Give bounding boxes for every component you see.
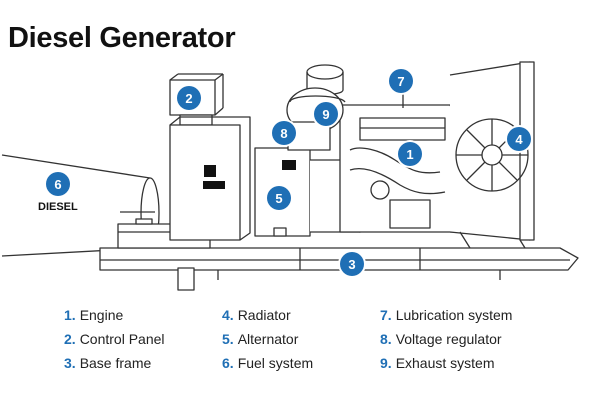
legend-column-3: 7.Lubrication system 8.Voltage regulator… bbox=[380, 305, 512, 377]
legend-number: 6. bbox=[222, 355, 234, 371]
legend-number: 1. bbox=[64, 307, 76, 323]
legend-number: 7. bbox=[380, 307, 392, 323]
legend-item-control-panel: 2.Control Panel bbox=[64, 329, 165, 353]
legend-label: Fuel system bbox=[237, 355, 314, 371]
legend-number: 3. bbox=[64, 355, 76, 371]
badge-engine: 1 bbox=[398, 142, 422, 166]
badge-lubrication-system: 7 bbox=[389, 69, 413, 93]
legend-item-alternator: 5.Alternator bbox=[222, 329, 313, 353]
badge-radiator: 4 bbox=[507, 127, 531, 151]
legend-label: Voltage regulator bbox=[395, 331, 502, 347]
badge-control-panel: 2 bbox=[177, 86, 201, 110]
page-title: Diesel Generator bbox=[8, 22, 236, 54]
legend-item-lubrication-system: 7.Lubrication system bbox=[380, 305, 512, 329]
legend-item-base-frame: 3.Base frame bbox=[64, 353, 165, 377]
legend-number: 5. bbox=[222, 331, 234, 347]
engine-block bbox=[339, 104, 461, 233]
legend-label: Engine bbox=[79, 307, 124, 323]
legend-number: 2. bbox=[64, 331, 76, 347]
legend-number: 9. bbox=[380, 355, 392, 371]
legend-column-2: 4.Radiator 5.Alternator 6.Fuel system bbox=[222, 305, 313, 377]
badge-fuel-system: 6 bbox=[46, 172, 70, 196]
tank-label: DIESEL bbox=[38, 201, 78, 213]
badge-voltage-regulator: 8 bbox=[272, 121, 296, 145]
legend-item-engine: 1.Engine bbox=[64, 305, 165, 329]
legend-item-voltage-regulator: 8.Voltage regulator bbox=[380, 329, 512, 353]
legend-label: Control Panel bbox=[79, 331, 165, 347]
badge-base-frame: 3 bbox=[340, 252, 364, 276]
legend-number: 8. bbox=[380, 331, 392, 347]
legend-label: Lubrication system bbox=[395, 307, 513, 323]
legend-item-exhaust-system: 9.Exhaust system bbox=[380, 353, 512, 377]
base-frame bbox=[99, 247, 579, 291]
legend-label: Alternator bbox=[237, 331, 299, 347]
badge-exhaust-system: 9 bbox=[314, 102, 338, 126]
legend-label: Radiator bbox=[237, 307, 291, 323]
fuel-tank bbox=[1, 154, 160, 257]
legend-number: 4. bbox=[222, 307, 234, 323]
legend-label: Exhaust system bbox=[395, 355, 495, 371]
radiator bbox=[449, 61, 535, 249]
badge-alternator: 5 bbox=[267, 186, 291, 210]
legend-label: Base frame bbox=[79, 355, 152, 371]
legend-item-radiator: 4.Radiator bbox=[222, 305, 313, 329]
legend-column-1: 1.Engine 2.Control Panel 3.Base frame bbox=[64, 305, 165, 377]
legend-item-fuel-system: 6.Fuel system bbox=[222, 353, 313, 377]
